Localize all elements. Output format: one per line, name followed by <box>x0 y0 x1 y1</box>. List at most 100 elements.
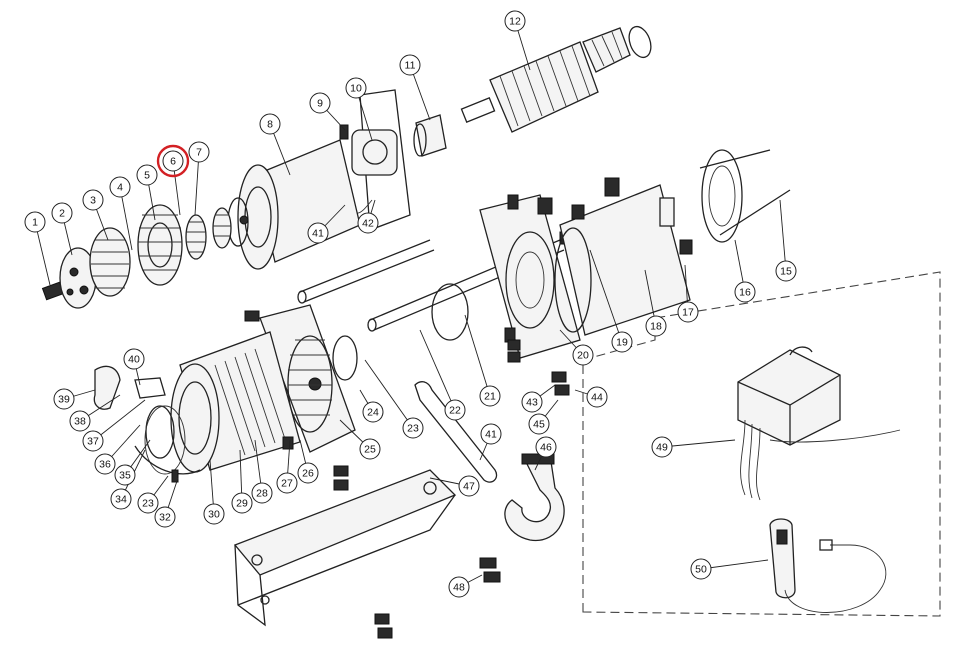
callout-c28: 28 <box>251 439 273 504</box>
callout-c38: 38 <box>69 394 121 432</box>
callout-label: 44 <box>591 392 603 404</box>
callout-circle <box>188 141 210 163</box>
callout-c16: 16 <box>734 239 756 303</box>
callout-circle <box>402 417 424 439</box>
callout-label: 49 <box>656 442 668 454</box>
callout-label: 24 <box>367 407 379 419</box>
callout-c2: 2 <box>51 202 73 256</box>
callout-circle <box>480 423 502 445</box>
callout-label: 7 <box>196 147 202 159</box>
callout-c50: 50 <box>690 558 769 580</box>
callout-circle <box>586 386 608 408</box>
callout-label: 4 <box>117 182 123 194</box>
callout-circle <box>154 506 176 528</box>
callout-label: 8 <box>267 119 273 131</box>
callout-c44: 44 <box>574 386 608 408</box>
callout-c48: 48 <box>448 574 483 598</box>
callout-c15: 15 <box>775 199 797 282</box>
callout-label: 10 <box>350 83 362 95</box>
callout-circle <box>611 331 633 353</box>
callout-circle <box>504 10 526 32</box>
callout-label: 12 <box>509 16 521 28</box>
callout-label: 40 <box>128 354 140 366</box>
callout-label: 42 <box>362 218 374 230</box>
callout-label: 29 <box>236 498 248 510</box>
leader-line <box>34 221 51 286</box>
callout-circle <box>82 430 104 452</box>
callout-label: 30 <box>208 509 220 521</box>
callout-c41b: 41 <box>479 423 502 461</box>
callout-c32: 32 <box>154 477 179 528</box>
remote-control <box>769 518 887 613</box>
callout-circle <box>123 348 145 370</box>
leader-line <box>119 186 133 251</box>
callout-circle <box>114 464 136 486</box>
callout-label: 41 <box>312 228 324 240</box>
callout-label: 3 <box>90 195 96 207</box>
callout-c37: 37 <box>82 399 146 452</box>
callout-circle <box>399 54 421 76</box>
callout-label: 41 <box>485 429 497 441</box>
leader-line <box>589 249 623 343</box>
control-box <box>737 346 901 501</box>
motor-housing <box>537 149 791 336</box>
callout-c26: 26 <box>297 439 319 484</box>
callout-circle <box>362 401 384 423</box>
callout-label: 45 <box>533 419 545 431</box>
callout-label: 38 <box>74 416 86 428</box>
callout-circle <box>251 482 273 504</box>
callout-label: 39 <box>58 394 70 406</box>
callout-circle <box>357 212 379 234</box>
callout-label: 50 <box>695 564 707 576</box>
callout-circle <box>259 113 281 135</box>
roller-fairlead <box>233 469 457 627</box>
armature <box>460 25 652 133</box>
callout-label: 48 <box>453 582 465 594</box>
clutch-assembly <box>170 331 301 473</box>
callout-c23: 23 <box>364 359 424 439</box>
callout-c24: 24 <box>359 389 384 423</box>
callout-c46: 46 <box>534 436 557 471</box>
callout-label: 2 <box>59 208 65 220</box>
callout-c49: 49 <box>651 436 736 458</box>
callout-circle <box>651 436 673 458</box>
callout-c9: 9 <box>309 92 346 131</box>
leader-line <box>779 199 787 272</box>
callout-circle <box>162 150 184 172</box>
callout-c22: 22 <box>419 329 466 421</box>
callout-label: 28 <box>256 488 268 500</box>
leader-line <box>419 329 456 411</box>
planetary-gearset <box>41 204 232 309</box>
callout-c39: 39 <box>53 388 96 410</box>
callout-circle <box>53 388 75 410</box>
leader-line <box>364 359 414 429</box>
callout-circle <box>136 164 158 186</box>
hardware-fasteners <box>244 310 570 639</box>
callout-c20: 20 <box>559 329 594 366</box>
callout-circle <box>307 222 329 244</box>
callout-circle <box>448 576 470 598</box>
callout-circle <box>458 475 480 497</box>
callout-c27: 27 <box>276 439 298 494</box>
callout-c40: 40 <box>123 348 145 386</box>
callout-c5: 5 <box>136 164 158 221</box>
callout-c41: 41 <box>307 204 346 244</box>
callout-circle <box>309 92 331 114</box>
callout-label: 27 <box>281 478 293 490</box>
callout-label: 34 <box>115 494 127 506</box>
leader-line <box>700 559 769 570</box>
callout-c19: 19 <box>589 249 633 353</box>
callout-circle <box>297 462 319 484</box>
callout-label: 35 <box>119 470 131 482</box>
callout-circle <box>528 413 550 435</box>
callout-circle <box>775 260 797 282</box>
callout-label: 1 <box>32 217 38 229</box>
callout-c7: 7 <box>188 141 210 216</box>
callout-label: 18 <box>650 321 662 333</box>
callout-label: 5 <box>144 170 150 182</box>
callout-circle <box>444 399 466 421</box>
callout-group: 1234567891011121516171819202122232425262… <box>24 10 797 598</box>
callout-label: 16 <box>739 287 751 299</box>
callout-circle <box>479 385 501 407</box>
